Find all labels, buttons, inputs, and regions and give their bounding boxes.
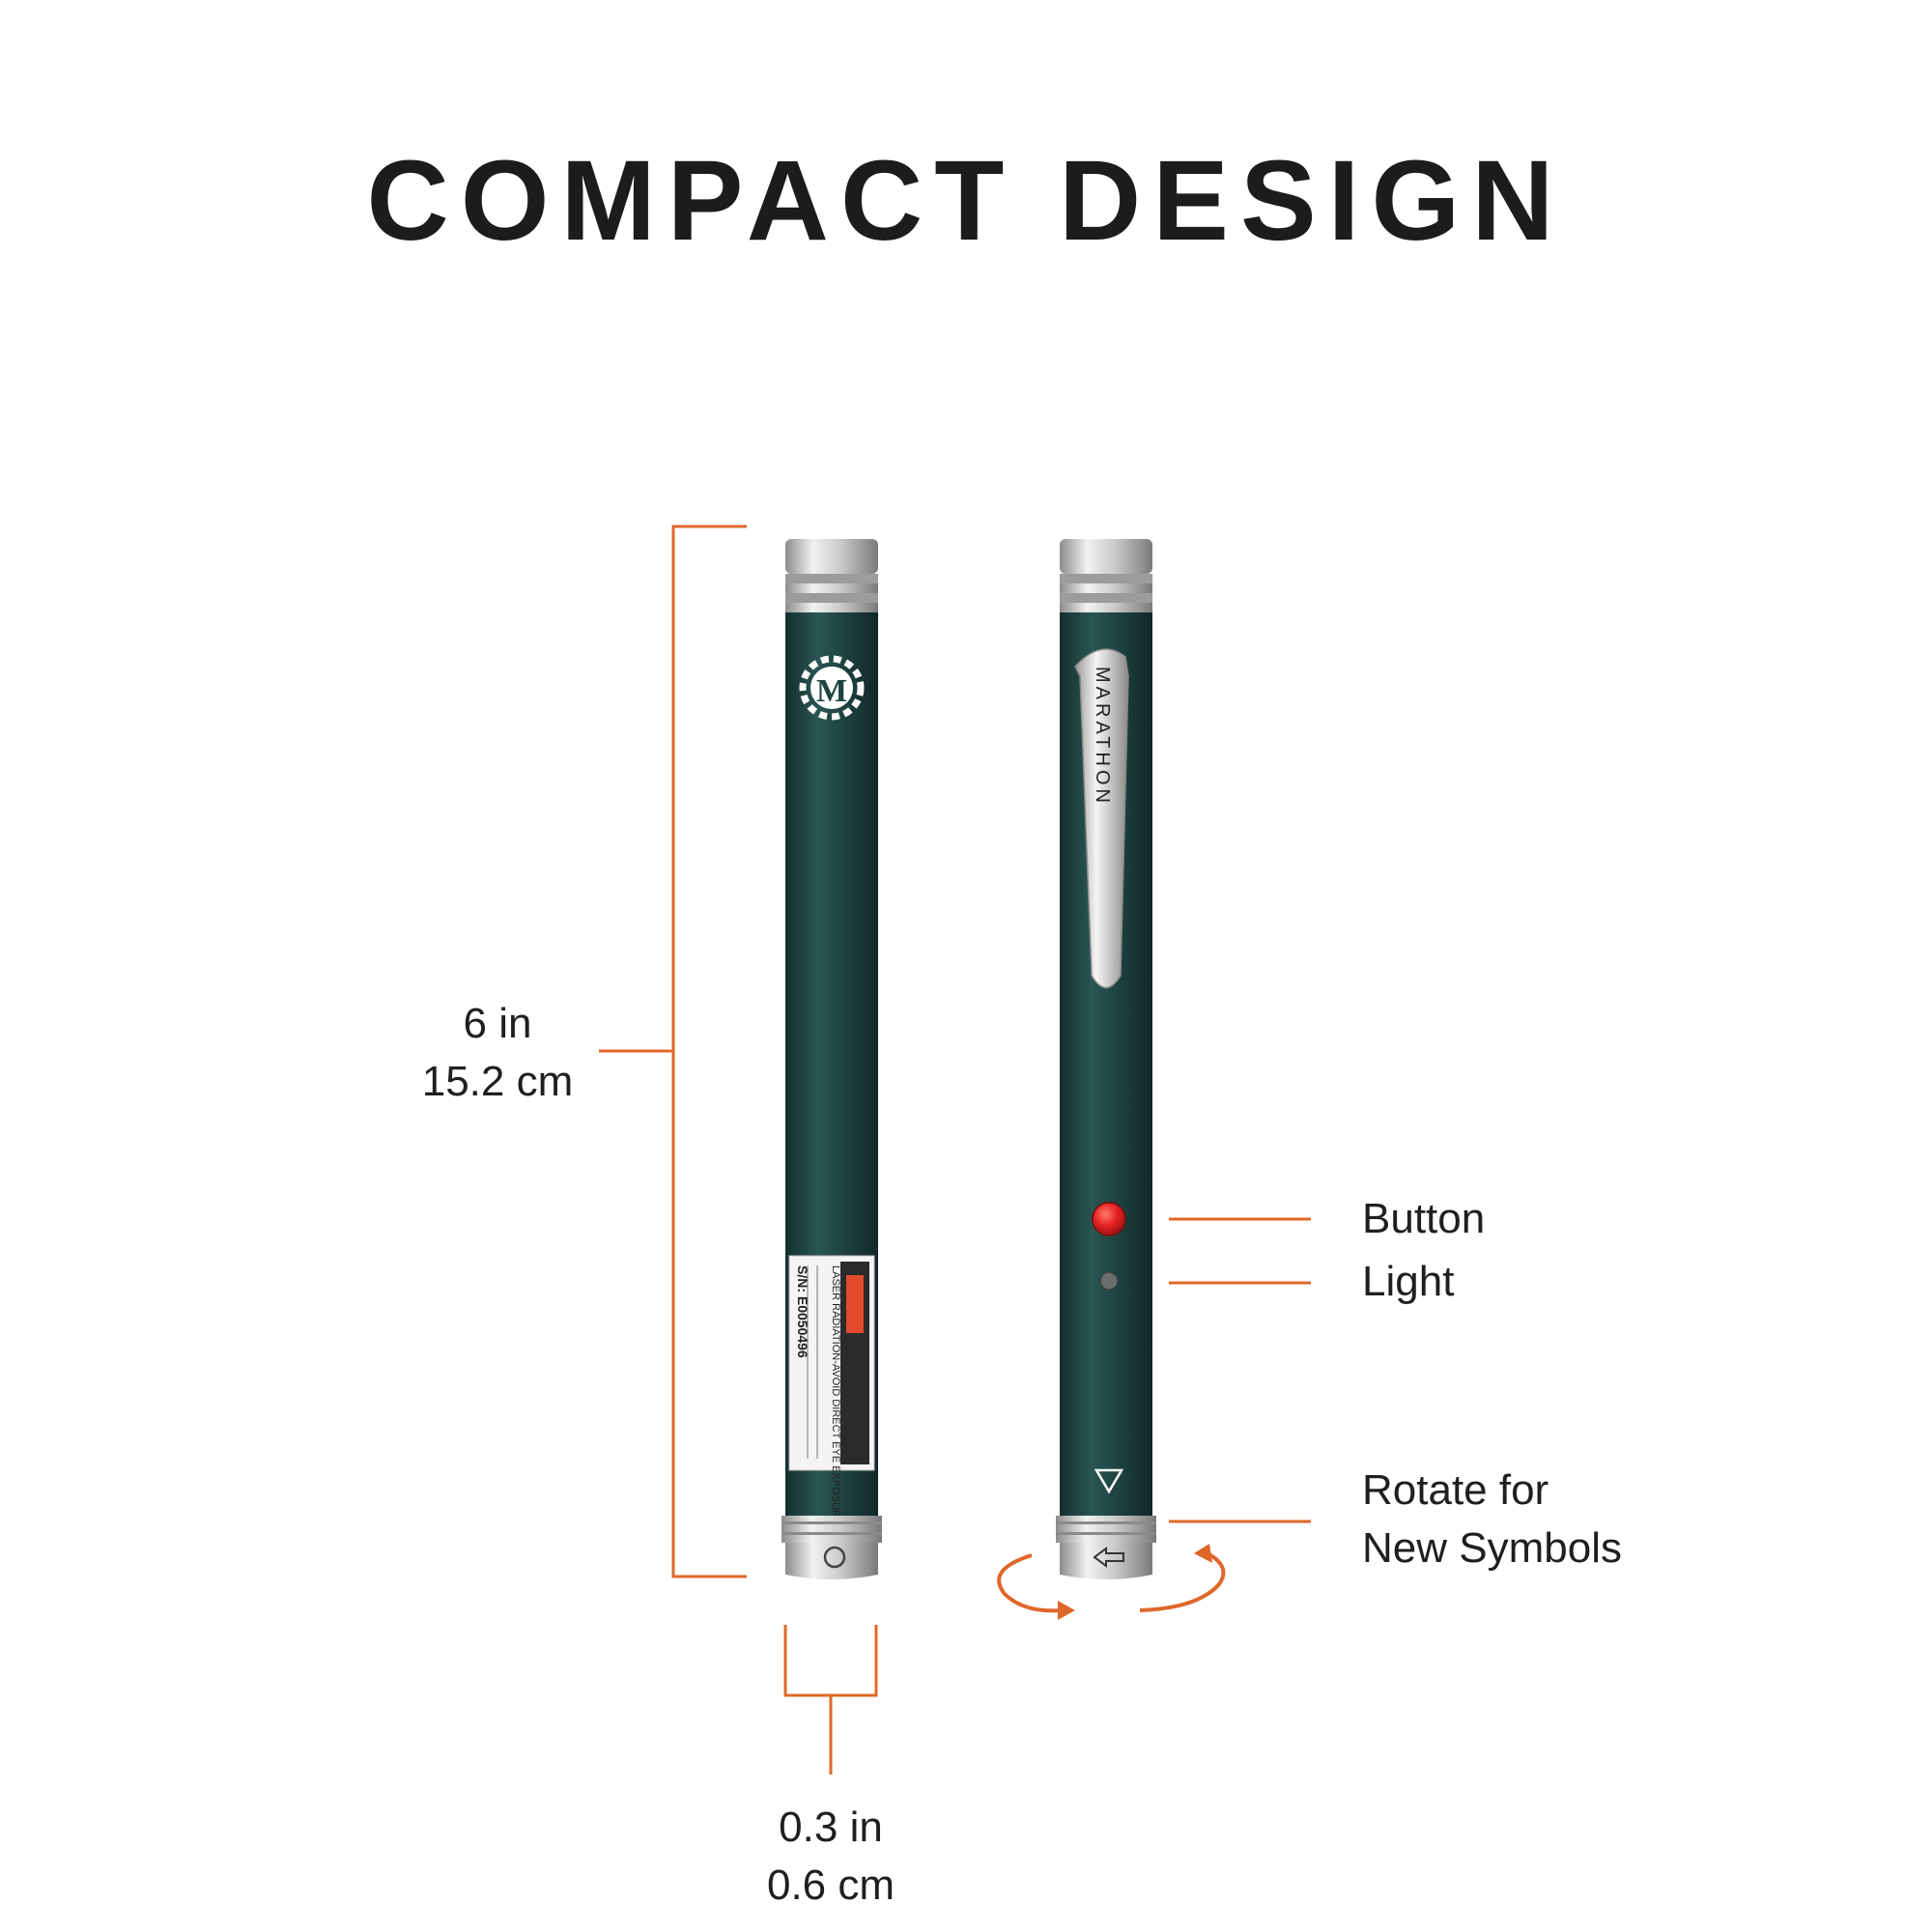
length-imperial: 6 in <box>463 1000 532 1047</box>
length-metric: 15.2 cm <box>421 1058 574 1105</box>
pen-side-view: MARATHON <box>1056 539 1156 1579</box>
pen-front-view: M LASER RADIATION-AVOID DIRECT EYE EXPOS… <box>781 539 882 1579</box>
length-label: 6 in 15.2 cm <box>386 995 609 1111</box>
rotate-line-1: Rotate for <box>1362 1466 1549 1514</box>
rotate-line-2: New Symbols <box>1362 1524 1622 1572</box>
arrow-symbol-icon <box>1093 1547 1124 1568</box>
width-label: 0.3 in 0.6 cm <box>715 1799 947 1915</box>
light-callout-label: Light <box>1362 1258 1455 1305</box>
rotate-arrows-icon <box>997 1544 1226 1620</box>
warning-label: LASER RADIATION-AVOID DIRECT EYE EXPOSUR… <box>788 1255 875 1524</box>
button-callout-label: Button <box>1362 1195 1486 1242</box>
width-bracket <box>783 1625 878 1775</box>
logo-letter: M <box>816 673 847 709</box>
length-bracket <box>599 525 747 1578</box>
circle-symbol-icon <box>823 1546 846 1569</box>
pen-clip: MARATHON <box>1074 648 1129 989</box>
label-warning-text: LASER RADIATION-AVOID DIRECT EYE EXPOSUR… <box>830 1265 841 1524</box>
width-imperial: 0.3 in <box>779 1804 883 1851</box>
laser-button <box>1092 1202 1126 1236</box>
gear-logo-icon: M <box>799 655 865 721</box>
label-serial-text: S/N: E0050496 <box>795 1265 810 1358</box>
page-title: COMPACT DESIGN <box>366 137 1566 265</box>
clip-brand-text: MARATHON <box>1092 667 1113 807</box>
callout-lines <box>1169 1217 1311 1523</box>
triangle-symbol-icon <box>1094 1468 1124 1494</box>
width-metric: 0.6 cm <box>766 1861 895 1909</box>
indicator-light <box>1099 1271 1119 1291</box>
rotate-callout-label: Rotate for New Symbols <box>1362 1462 1622 1577</box>
